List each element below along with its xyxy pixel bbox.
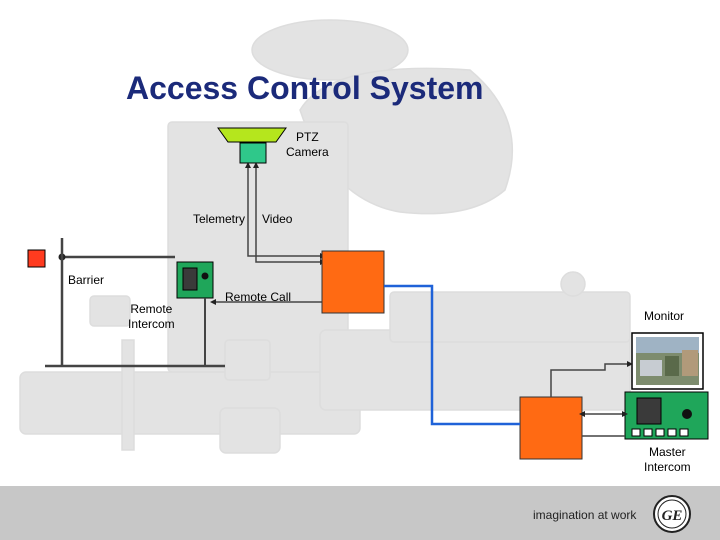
ptz-camera-label: PTZ Camera: [286, 130, 329, 160]
ptz-camera-label-line1: PTZ: [296, 130, 319, 144]
ptz-camera-body: [239, 142, 267, 164]
master-intercom-label: Master Intercom: [644, 445, 691, 475]
barrier-light: [27, 249, 46, 268]
master-controller-box: [519, 396, 583, 460]
telemetry-label: Telemetry: [193, 212, 246, 226]
footer-tagline: imagination at work: [533, 508, 637, 522]
master-intercom-label-line1: Master: [649, 445, 686, 459]
telemetry-line: [247, 164, 320, 257]
page-title: Access Control System: [126, 70, 484, 106]
video-line: [255, 164, 320, 263]
network-link: [384, 284, 520, 426]
monitor-label: Monitor: [644, 309, 685, 323]
video-to-monitor-line: [550, 363, 630, 397]
ptz-camera-mount: [217, 127, 287, 143]
master-intercom-label-line2: Intercom: [644, 460, 691, 474]
video-label: Video: [262, 212, 293, 226]
ptz-camera-label-line2: Camera: [286, 145, 329, 159]
remote-intercom-label-line1: Remote: [130, 302, 173, 316]
remote-intercom-label: Remote Intercom: [128, 302, 175, 332]
field-controller-box: [321, 250, 385, 314]
ge-logo-text: GE: [662, 508, 683, 524]
remote-call-label: Remote Call: [225, 290, 292, 304]
ge-logo-icon: GE: [653, 495, 691, 533]
barrier-label: Barrier: [68, 273, 105, 287]
remote-intercom-label-line2: Intercom: [128, 317, 175, 331]
footer-band: [0, 486, 720, 540]
